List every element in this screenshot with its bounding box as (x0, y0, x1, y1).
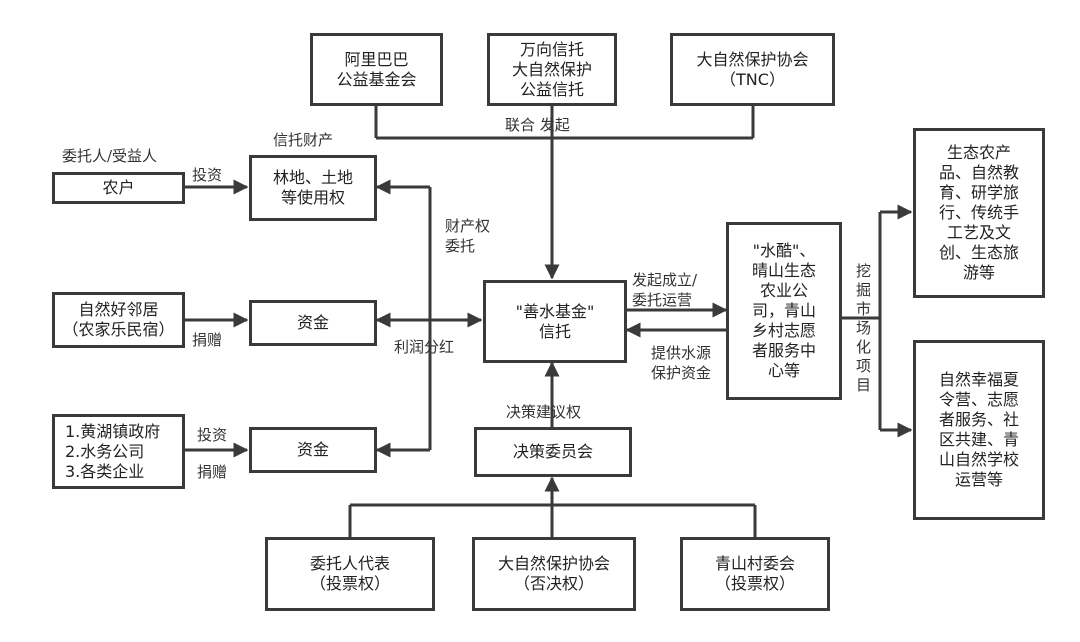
decision-committee-label: 决策委员会 (512, 442, 593, 461)
funds-label-1: 资金 (296, 313, 329, 332)
farmer-label: 农户 (102, 178, 135, 197)
provide-funds-label: 提供水源 保护资金 (651, 344, 712, 383)
property-entrust-label: 财产权 委托 (445, 217, 491, 256)
company-box: "水酷"、 晴山生态 农业公 司，青山 乡村志愿 者服务中 心等 (726, 222, 842, 400)
tnc-box: 大自然保护协会 （TNC） (670, 33, 835, 106)
funds-box-1: 资金 (249, 300, 377, 346)
decision-committee-box: 决策委员会 (474, 427, 632, 477)
products-box: 生态农产 品、自然教 育、研学旅 行、传统手 工艺及文 创、生态旅 游等 (913, 128, 1045, 298)
trust-property-label: 信托财产 (273, 131, 334, 149)
camps-label: 自然幸福夏 令营、志愿 者服务、社 区共建、青 山自然学校 运营等 (938, 370, 1019, 489)
tnc-veto-label: 大自然保护协会 （否决权） (497, 554, 610, 593)
alibaba-foundation-label: 阿里巴巴 公益基金会 (336, 49, 417, 89)
wanxiang-trust-box: 万向信托 大自然保护 公益信托 (487, 33, 617, 106)
found-operate-label: 发起成立/ 委托运营 (632, 271, 698, 310)
invest-label-2: 投资 (197, 426, 228, 444)
wanxiang-trust-label: 万向信托 大自然保护 公益信托 (511, 39, 592, 99)
alibaba-foundation-box: 阿里巴巴 公益基金会 (310, 33, 443, 106)
invest-label-1: 投资 (192, 166, 223, 184)
funds-box-2: 资金 (249, 427, 377, 473)
land-rights-label: 林地、土地 等使用权 (272, 168, 353, 207)
tnc-veto-box: 大自然保护协会 （否决权） (472, 537, 636, 611)
gov-list-label: 1.黄湖镇政府 2.水务公司 3.各类企业 (65, 421, 161, 481)
donate-label-2: 捐赠 (197, 463, 228, 481)
village-committee-box: 青山村委会 （投票权） (680, 537, 830, 611)
land-rights-box: 林地、土地 等使用权 (249, 155, 377, 221)
donate-label-1: 捐赠 (192, 331, 223, 349)
neighbor-box: 自然好邻居 （农家乐民宿） (52, 292, 185, 348)
decision-right-label: 决策建议权 (506, 403, 582, 421)
trustor-rep-box: 委托人代表 （投票权） (265, 537, 435, 611)
profit-share-label: 利润分红 (394, 338, 455, 356)
funds-label-2: 资金 (296, 440, 329, 459)
neighbor-label: 自然好邻居 （农家乐民宿） (62, 300, 175, 339)
trustor-rep-label: 委托人代表 （投票权） (309, 554, 390, 593)
gov-list-box: 1.黄湖镇政府 2.水务公司 3.各类企业 (52, 414, 185, 489)
shanshui-trust-label: "善水基金" 信托 (515, 301, 595, 341)
camps-box: 自然幸福夏 令营、志愿 者服务、社 区共建、青 山自然学校 运营等 (913, 340, 1045, 520)
company-label: "水酷"、 晴山生态 农业公 司，青山 乡村志愿 者服务中 心等 (751, 241, 816, 380)
products-label: 生态农产 品、自然教 育、研学旅 行、传统手 工艺及文 创、生态旅 游等 (938, 143, 1019, 282)
farmer-box: 农户 (52, 172, 185, 204)
market-project-label: 挖 掘 市 场 化 项 目 (856, 262, 872, 394)
village-committee-label: 青山村委会 （投票权） (714, 554, 795, 593)
joint-initiate-label: 联合 发起 (505, 116, 570, 134)
trustor-beneficiary-label: 委托人/受益人 (62, 147, 158, 165)
tnc-label: 大自然保护协会 （TNC） (696, 49, 809, 89)
shanshui-trust-box: "善水基金" 信托 (483, 280, 627, 363)
